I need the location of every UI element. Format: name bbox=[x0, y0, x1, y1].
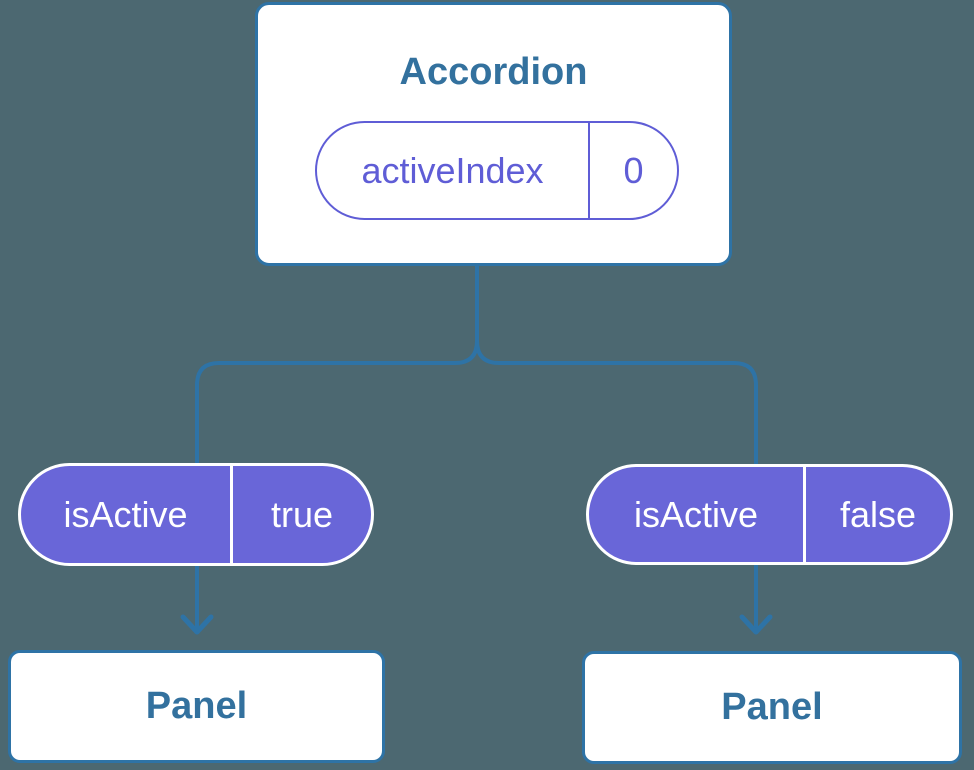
panel-node-title: Panel bbox=[145, 685, 248, 727]
connector-right-branch bbox=[475, 262, 758, 631]
prop-pill-label: isActive bbox=[633, 493, 759, 535]
prop-pill-value: false bbox=[839, 493, 917, 535]
prop-pill-divider bbox=[230, 466, 233, 563]
panel-node-left: Panel bbox=[8, 650, 385, 763]
state-pill-label: activeIndex bbox=[361, 149, 544, 191]
state-pill: activeIndex 0 bbox=[315, 121, 679, 220]
state-pill-value: 0 bbox=[623, 149, 644, 191]
panel-node-title: Panel bbox=[721, 686, 823, 728]
arrow-down-icon bbox=[180, 614, 214, 635]
accordion-node: Accordion activeIndex 0 bbox=[255, 2, 732, 266]
prop-pill-divider bbox=[803, 467, 806, 562]
accordion-node-title: Accordion bbox=[399, 51, 588, 93]
arrow-down-icon bbox=[739, 614, 773, 635]
state-pill-divider bbox=[588, 123, 590, 218]
connector-left-branch bbox=[195, 262, 479, 631]
panel-node-right: Panel bbox=[582, 651, 962, 764]
prop-pill-value: true bbox=[270, 493, 334, 535]
prop-pill-label: isActive bbox=[63, 493, 188, 535]
prop-pill-isactive-false: isActive false bbox=[586, 464, 953, 565]
prop-pill-isactive-true: isActive true bbox=[18, 463, 374, 566]
